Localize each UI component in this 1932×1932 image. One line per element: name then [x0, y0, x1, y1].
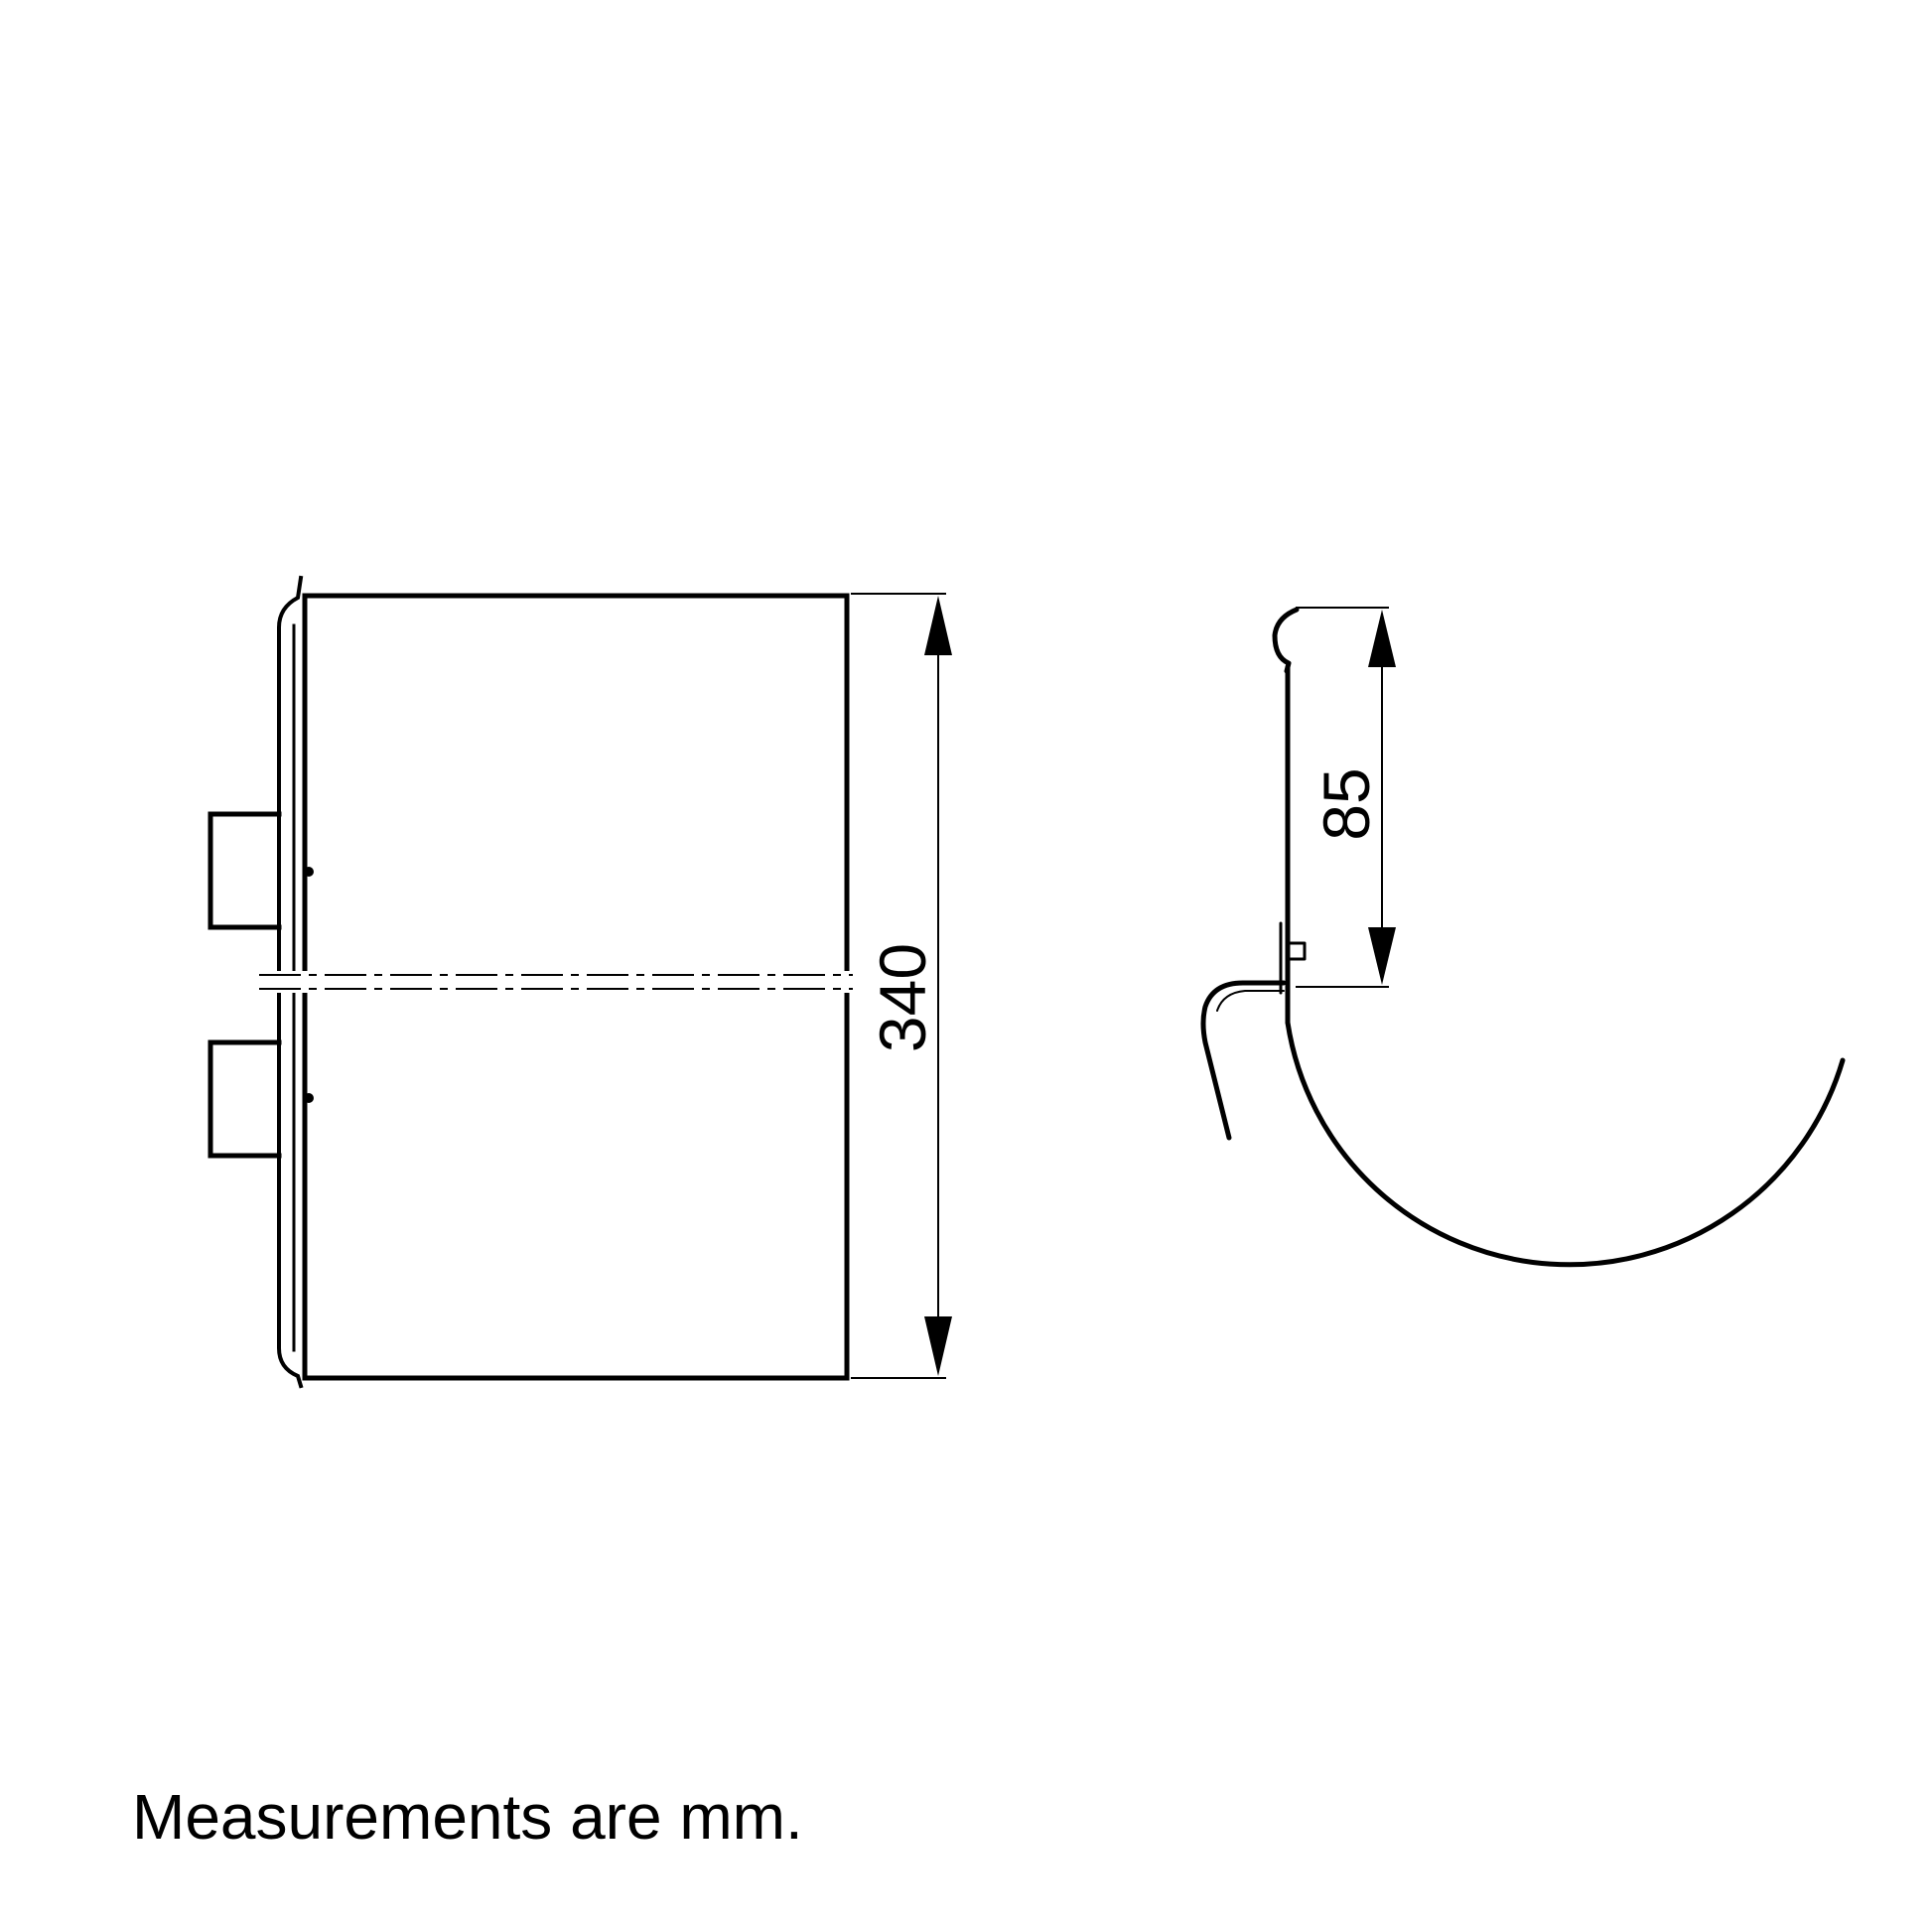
- center-break-gap: [260, 971, 852, 993]
- dim-340-arrow-top: [924, 596, 952, 655]
- dim-85-arrow-bottom: [1368, 927, 1396, 985]
- lower-mounting-tab: [207, 1039, 282, 1159]
- spur-hook-inner: [1216, 990, 1285, 1012]
- gutter-cradle: [1285, 1020, 1846, 1268]
- upper-mounting-tab: [207, 811, 282, 930]
- upper-rivet: [304, 867, 314, 877]
- spur-hook: [1200, 980, 1287, 1141]
- dim-85-arrow-top: [1368, 610, 1396, 667]
- dim-85-label: 85: [1310, 767, 1383, 840]
- side-bolt: [1287, 941, 1307, 961]
- dim-340-label: 340: [866, 943, 939, 1052]
- lower-rivet: [304, 1093, 314, 1103]
- center-line: [259, 974, 853, 990]
- measurement-note: Measurements are mm.: [132, 1781, 803, 1853]
- front-view: [207, 575, 946, 1389]
- top-hook: [1272, 607, 1300, 674]
- dim-340-arrow-bottom: [924, 1316, 952, 1376]
- side-view: [1200, 607, 1846, 1268]
